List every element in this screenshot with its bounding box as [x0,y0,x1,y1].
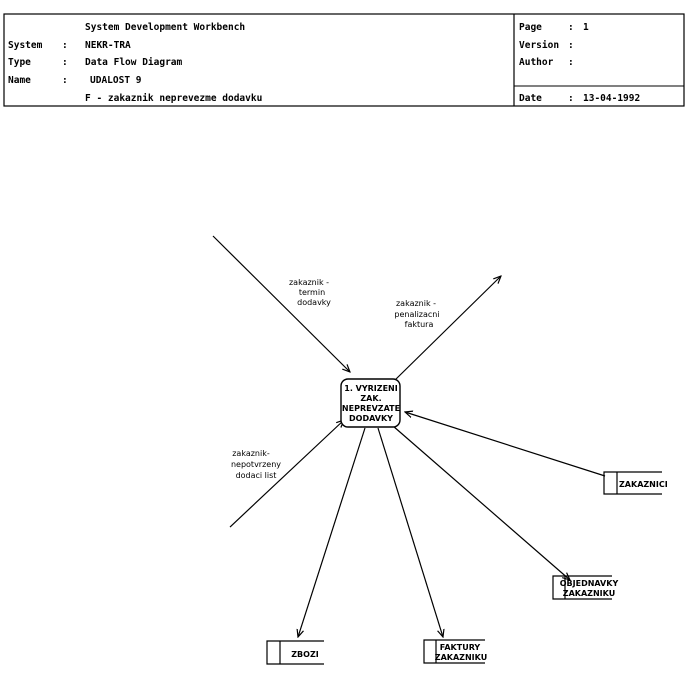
flow-label-penalizacni-line3: faktura [405,320,434,329]
process-label-line3: NEPREVZATE [342,404,400,413]
date-label: Date [519,93,542,104]
process-node[interactable]: 1. VYRIZENI ZAK. NEPREVZATE DODAVKY [340,378,401,428]
store-zbozi-label: ZBOZI [291,650,319,659]
store-objednavky-line1: OBJEDNAVKY [560,579,619,588]
name-sep: : [62,75,68,86]
title-block: System Development Workbench System : NE… [3,13,685,107]
flow-arrow-termin [212,235,350,372]
name-value: UDALOST 9 [90,75,142,86]
flow-arrow-to-zbozi [298,427,366,637]
store-zakaznici-label: ZAKAZNICI [619,480,668,489]
type-value: Data Flow Diagram [85,57,183,68]
store-objednavky[interactable]: OBJEDNAVKY ZAKAZNIKU [552,575,619,600]
flow-arrow-penalizacni [394,276,501,381]
diagram-subtitle: F - zakaznik neprevezme dodavku [85,93,262,104]
flow-arrow-to-faktury [377,427,443,637]
store-zakaznici[interactable]: ZAKAZNICI [603,471,668,495]
version-sep: : [568,40,574,51]
flow-label-termin: zakaznik - termin dodavky [289,278,331,307]
author-sep: : [568,57,574,68]
store-zbozi[interactable]: ZBOZI [266,640,324,665]
title-block-frame [3,13,685,107]
flow-label-dodaci-line1: zakaznik- [232,449,270,458]
flow-label-penalizacni-line2: penalizacni [394,310,439,319]
store-zbozi-frame [266,640,324,665]
system-value: NEKR-TRA [85,40,131,51]
flow-arrow-from-zakaznici [405,412,606,477]
version-label: Version [519,40,559,51]
process-box [340,378,401,428]
type-sep: : [62,57,68,68]
flow-label-penalizacni: zakaznik - penalizacni faktura [394,299,439,329]
page-value: 1 [583,22,589,33]
system-sep: : [62,40,68,51]
author-label: Author [519,57,554,68]
process-label-line1: 1. VYRIZENI [344,384,397,393]
store-objednavky-line2: ZAKAZNIKU [563,589,615,598]
type-label: Type [8,57,31,68]
flow-label-dodaci-line2: nepotvrzeny [231,460,281,469]
flow-label-termin-line1: zakaznik - [289,278,329,287]
name-label: Name [8,75,31,86]
flow-arrow-dodaci [229,420,344,528]
header-title: System Development Workbench [85,22,245,33]
date-sep: : [568,93,574,104]
flow-label-dodaci: zakaznik- nepotvrzeny dodaci list [231,449,281,480]
flow-label-dodaci-line3: dodaci list [236,471,277,480]
page-sep: : [568,22,574,33]
flow-label-termin-line3: dodavky [297,298,331,307]
system-label: System [8,40,43,51]
store-faktury-line1: FAKTURY [440,643,481,652]
flow-label-termin-line2: termin [299,288,325,297]
data-flows [212,235,606,637]
store-faktury[interactable]: FAKTURY ZAKAZNIKU [423,639,487,664]
store-faktury-line2: ZAKAZNIKU [435,653,487,662]
process-label-line2: ZAK. [360,394,381,403]
flow-arrow-to-objednavky [392,425,570,580]
store-zakaznici-frame [603,471,662,495]
date-value: 13-04-1992 [583,93,640,104]
store-objednavky-frame [552,575,612,600]
flow-label-penalizacni-line1: zakaznik - [396,299,436,308]
process-label-line4: DODAVKY [349,414,393,423]
page-label: Page [519,22,542,33]
store-faktury-frame [423,639,485,664]
